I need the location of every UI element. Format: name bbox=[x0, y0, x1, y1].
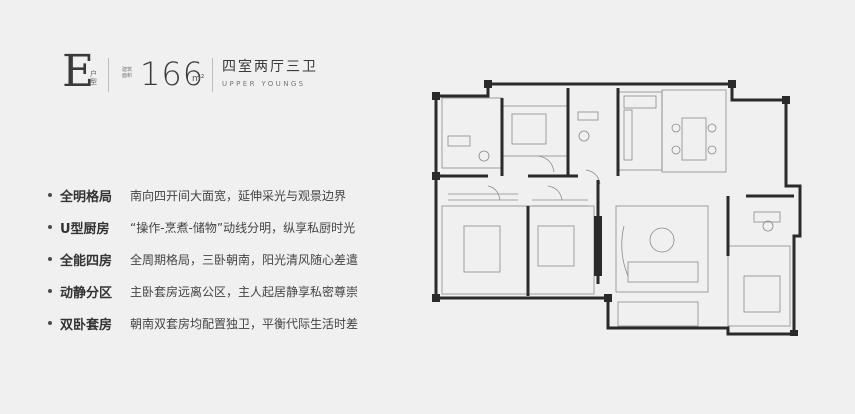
feature-desc: “操作-烹煮-储物”动线分明，纵享私厨时光 bbox=[130, 221, 356, 235]
divider bbox=[108, 58, 109, 92]
floor-plan bbox=[428, 76, 806, 338]
feature-desc: 南向四开间大面宽，延伸采光与观景边界 bbox=[130, 189, 347, 203]
feature-title: 动静分区 bbox=[60, 286, 113, 301]
layout-english: UPPER YOUNGS bbox=[222, 80, 306, 88]
unit-type-label: 户型 bbox=[90, 70, 97, 86]
bullet-dot bbox=[48, 225, 52, 229]
feature-title: U型厨房 bbox=[60, 222, 110, 237]
floor-plan-drawing bbox=[432, 80, 802, 336]
bullet-dot bbox=[48, 321, 52, 325]
area-unit: m² bbox=[192, 74, 205, 84]
feature-desc: 全周期格局，三卧朝南，阳光清风随心差遣 bbox=[130, 253, 359, 267]
feature-desc: 朝南双套房均配置独卫，平衡代际生活时差 bbox=[130, 317, 359, 331]
feature-desc: 主卧套房远离公区，主人起居静享私密尊崇 bbox=[130, 285, 359, 299]
furniture-layer bbox=[441, 89, 791, 327]
column-layer bbox=[432, 80, 798, 336]
bullet-dot bbox=[48, 193, 52, 197]
bullet-dot bbox=[48, 289, 52, 293]
feature-title: 双卧套房 bbox=[60, 318, 113, 333]
area-tag: 建筑面积 bbox=[122, 67, 133, 79]
layout-name: 四室两厅三卫 bbox=[222, 59, 318, 75]
divider bbox=[212, 58, 213, 92]
unit-type-letter: E bbox=[62, 46, 95, 97]
feature-title: 全明格局 bbox=[60, 190, 113, 205]
area-value: 166 bbox=[140, 55, 205, 93]
feature-title: 全能四房 bbox=[60, 254, 113, 269]
bullet-dot bbox=[48, 257, 52, 261]
wall-layer bbox=[434, 82, 802, 336]
